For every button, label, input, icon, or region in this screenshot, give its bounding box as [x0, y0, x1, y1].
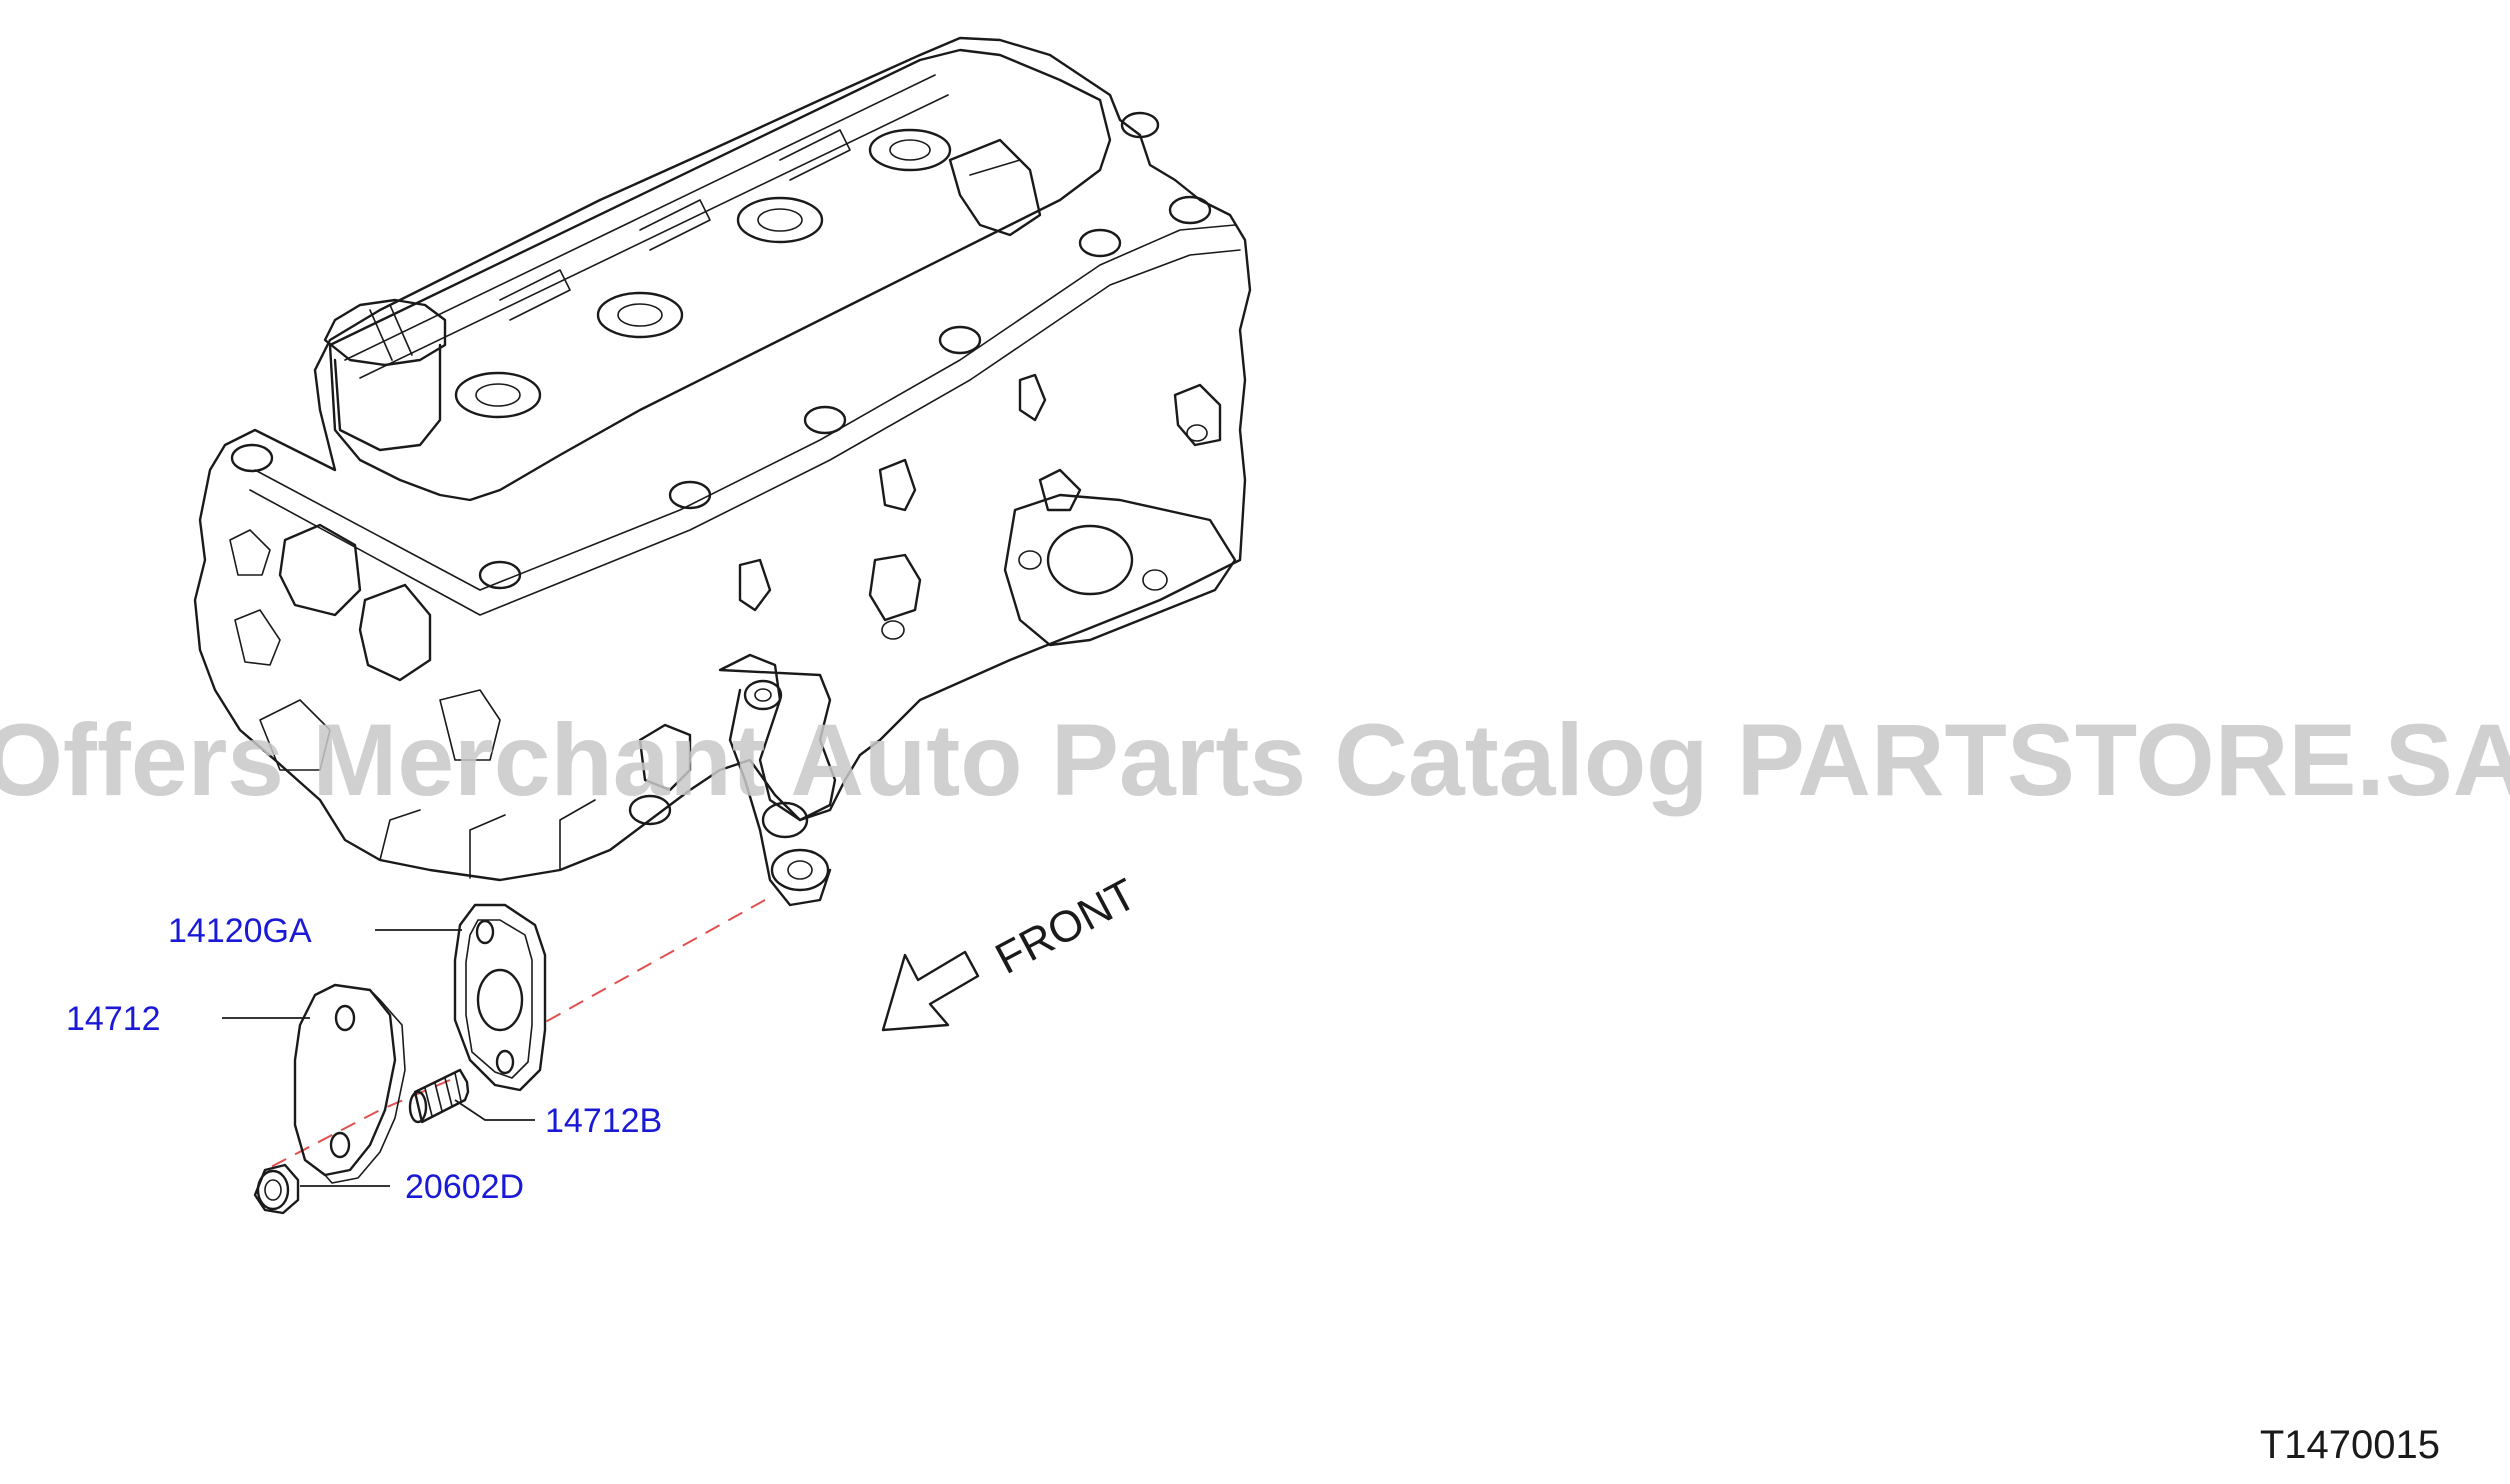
cover-bolts — [230, 111, 1212, 590]
gasket-14120ga[interactable] — [453, 903, 547, 1092]
hollow-arrow-icon — [881, 950, 980, 1032]
part-label-14712b[interactable]: 14712B — [545, 1102, 662, 1140]
part-label-14120ga[interactable]: 14120GA — [168, 912, 312, 950]
stud-14712b[interactable] — [408, 1068, 470, 1124]
front-label: FRONT — [988, 869, 1145, 983]
diagram-code: T1470015 — [2260, 1423, 2440, 1467]
assembly-centerline — [539, 899, 766, 1026]
watermark-text: Offers Merchant Auto Parts Catalog PARTS… — [0, 703, 2510, 817]
nut-20602d[interactable] — [253, 1163, 300, 1215]
part-label-20602d[interactable]: 20602D — [405, 1168, 524, 1206]
leader-lines — [222, 929, 535, 1187]
cover-plate-14712[interactable] — [293, 983, 406, 1184]
cylinder-head-icon — [193, 36, 1252, 907]
part-label-14712[interactable]: 14712 — [66, 1000, 161, 1038]
